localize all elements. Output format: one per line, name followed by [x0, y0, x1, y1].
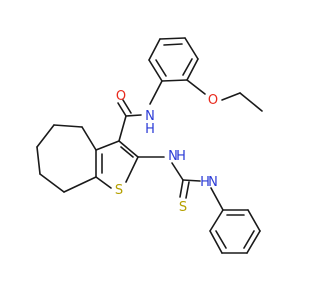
bond — [209, 209, 224, 232]
bond — [163, 43, 183, 46]
bond — [210, 187, 224, 211]
bond — [159, 37, 186, 40]
bond — [239, 92, 263, 112]
atom-nitrogen-amide: N — [145, 109, 155, 124]
bond — [171, 162, 184, 181]
atom-nitrogen-anilide: N — [208, 175, 218, 190]
bond — [117, 102, 127, 117]
bond — [125, 156, 139, 183]
bond — [53, 124, 83, 128]
bond — [118, 115, 127, 142]
bond — [36, 146, 41, 175]
atom-hydrogen-amide: H — [145, 122, 155, 137]
atom-hydrogen-anilide: H — [200, 175, 210, 190]
bond — [120, 146, 134, 158]
bond — [221, 92, 241, 101]
bond — [125, 114, 142, 117]
bond — [182, 179, 201, 182]
bond — [148, 59, 163, 82]
bond — [179, 179, 184, 198]
bond — [81, 126, 97, 151]
bond — [247, 209, 261, 232]
bond — [185, 181, 190, 199]
bond — [149, 80, 163, 105]
bond — [122, 99, 132, 114]
bond — [246, 230, 261, 254]
bond — [118, 140, 139, 158]
bond — [186, 58, 199, 81]
atom-hydrogen-thiourea: H — [176, 149, 186, 164]
bond — [215, 230, 227, 249]
atom-sulfur-thione: S — [179, 200, 187, 215]
bond — [95, 176, 112, 189]
atom-sulfur-ring: S — [115, 183, 123, 198]
bond — [63, 176, 97, 193]
bond — [182, 58, 193, 76]
bond — [39, 173, 65, 193]
bond-layer — [36, 37, 263, 254]
bond — [243, 230, 255, 249]
bond — [36, 124, 55, 148]
atom-oxygen-ether: O — [208, 93, 218, 108]
atom-nitrogen-thiourea: N — [168, 149, 178, 164]
atom-oxygen-amide: O — [116, 89, 126, 104]
bond — [209, 230, 223, 254]
molecule-structure-diagram: O N H O S N H S N H — [36, 37, 263, 254]
bond — [161, 79, 188, 82]
atom-label-layer: O N H O S N H S N H — [115, 89, 218, 215]
bond — [95, 140, 120, 151]
bond — [184, 37, 199, 60]
bond — [186, 79, 206, 95]
bond — [148, 38, 161, 61]
bond — [155, 59, 167, 77]
